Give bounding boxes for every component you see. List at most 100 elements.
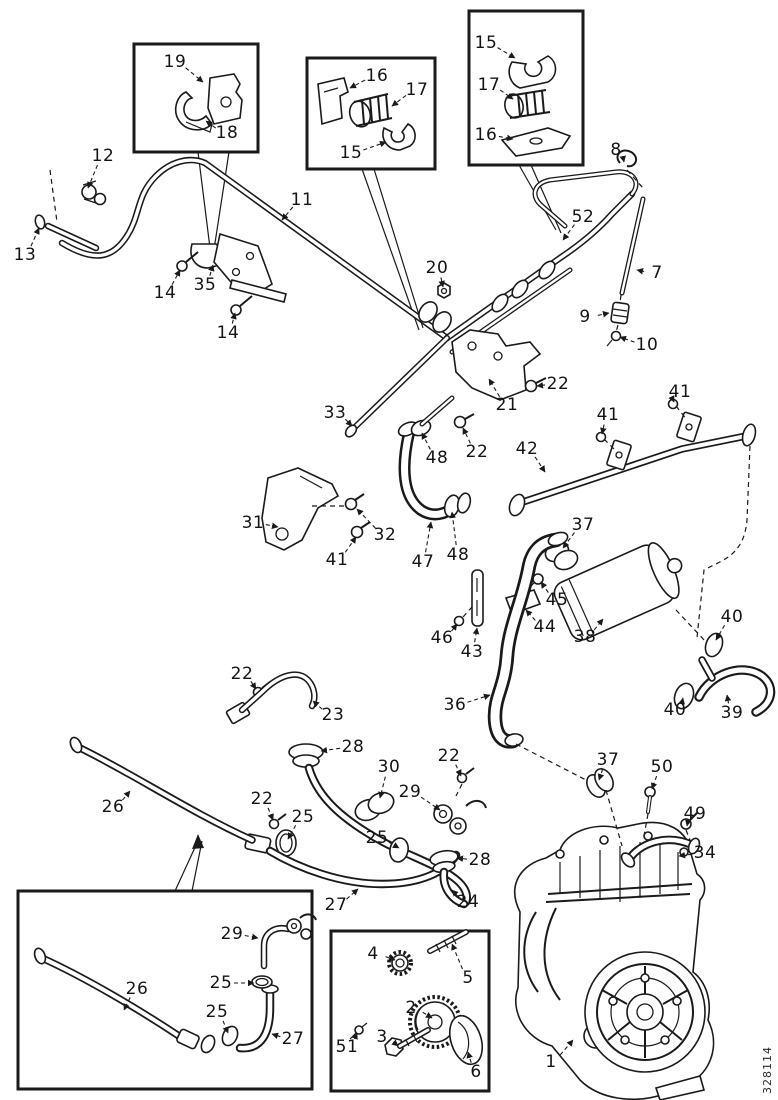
part-label: 25 <box>365 828 389 848</box>
part-label: 40 <box>663 700 687 720</box>
part-label: 25 <box>205 1002 229 1022</box>
leader-line <box>271 1032 281 1039</box>
leader-line <box>449 511 457 546</box>
leader-line <box>462 427 471 444</box>
leader-line <box>472 627 480 643</box>
part-label: 29 <box>398 782 422 802</box>
leader-line <box>122 790 131 801</box>
leader-line <box>540 581 549 593</box>
part-label: 44 <box>533 617 557 637</box>
bracket-31-bolts-32-41 <box>261 467 371 551</box>
part-label: 30 <box>377 757 401 777</box>
part-label: 7 <box>651 263 663 283</box>
part-label: 20 <box>425 258 449 278</box>
figure-reference-number: 328114 <box>761 1046 774 1094</box>
part-label: 22 <box>250 789 274 809</box>
part-label: 12 <box>91 146 115 166</box>
leader-line <box>467 693 491 703</box>
leader-line <box>87 164 98 189</box>
clamp-35-and-bolts-14 <box>176 232 287 316</box>
hose-36 <box>487 531 589 782</box>
leader-line <box>685 819 692 827</box>
box-15-17-16-right-contents <box>500 55 572 157</box>
part-label: 28 <box>468 850 492 870</box>
leader-line <box>499 89 514 100</box>
leader-line <box>636 268 645 275</box>
leader-line <box>438 277 445 288</box>
leader-line <box>534 456 546 473</box>
part-label: 14 <box>153 283 177 303</box>
hose-47-clamps-48 <box>397 395 472 521</box>
leader-line <box>363 140 387 151</box>
part-label: 15 <box>474 33 498 53</box>
leader-line <box>249 681 257 690</box>
hoses-23-24-27-fittings <box>69 671 487 909</box>
leader-line <box>593 618 604 631</box>
leader-line <box>385 954 396 962</box>
part-label: 26 <box>125 979 149 999</box>
part-label: 45 <box>545 590 569 610</box>
leader-line <box>281 206 294 221</box>
leader-line <box>597 311 610 318</box>
part-label: 22 <box>437 746 461 766</box>
part-label: 41 <box>325 550 349 570</box>
leader-line <box>320 746 341 754</box>
part-label: 11 <box>290 190 314 210</box>
part-label: 35 <box>193 275 217 295</box>
leader-line <box>525 609 536 621</box>
leader-line <box>421 432 431 450</box>
part-label: 28 <box>341 737 365 757</box>
part-label: 17 <box>477 75 501 95</box>
part-label: 41 <box>668 382 692 402</box>
leader-line <box>600 424 607 435</box>
leader-line <box>562 224 575 241</box>
part-label: 22 <box>465 442 489 462</box>
part-label: 39 <box>720 703 744 723</box>
leader-line <box>267 807 274 821</box>
tube-assembly-11 <box>34 156 451 342</box>
part-label: 37 <box>571 515 595 535</box>
part-label: 24 <box>456 892 480 912</box>
leader-line <box>388 841 400 849</box>
leader-line <box>244 933 259 941</box>
leader-line <box>356 508 376 529</box>
part-label: 8 <box>610 140 622 160</box>
part-label: 6 <box>470 1062 482 1082</box>
part-label: 22 <box>546 374 570 394</box>
part-label: 9 <box>579 307 591 327</box>
leader-line <box>498 134 514 142</box>
leader-line <box>312 700 323 710</box>
leader-line <box>455 764 462 777</box>
leader-line <box>208 264 215 276</box>
canister-38-group <box>453 541 707 643</box>
tube-to-33 <box>344 335 450 438</box>
leader-line <box>422 1011 433 1019</box>
compressor-1 <box>514 821 715 1100</box>
part-label: 27 <box>324 895 348 915</box>
part-label: 1 <box>545 1052 557 1072</box>
leader-line <box>378 776 386 799</box>
tube-42-with-brackets-41 <box>508 398 757 639</box>
leader-line <box>391 1039 399 1047</box>
part-label: 22 <box>230 664 254 684</box>
part-label: 41 <box>596 405 620 425</box>
part-label: 26 <box>101 797 125 817</box>
leader-line <box>619 155 626 163</box>
box-19-18-contents <box>174 73 243 133</box>
leader-line <box>678 851 693 859</box>
leader-line <box>123 997 131 1011</box>
part-label: 36 <box>443 695 467 715</box>
part-label: 2 <box>405 998 417 1018</box>
part-label: 5 <box>462 968 474 988</box>
part-label: 50 <box>650 757 674 777</box>
leader-line <box>619 335 635 343</box>
part-label: 51 <box>335 1037 359 1057</box>
part-label: 21 <box>495 395 519 415</box>
leader-line <box>265 522 279 530</box>
leader-line <box>451 889 459 897</box>
part-label: 19 <box>163 52 187 72</box>
part-label: 14 <box>216 323 240 343</box>
leader-line <box>185 67 204 83</box>
